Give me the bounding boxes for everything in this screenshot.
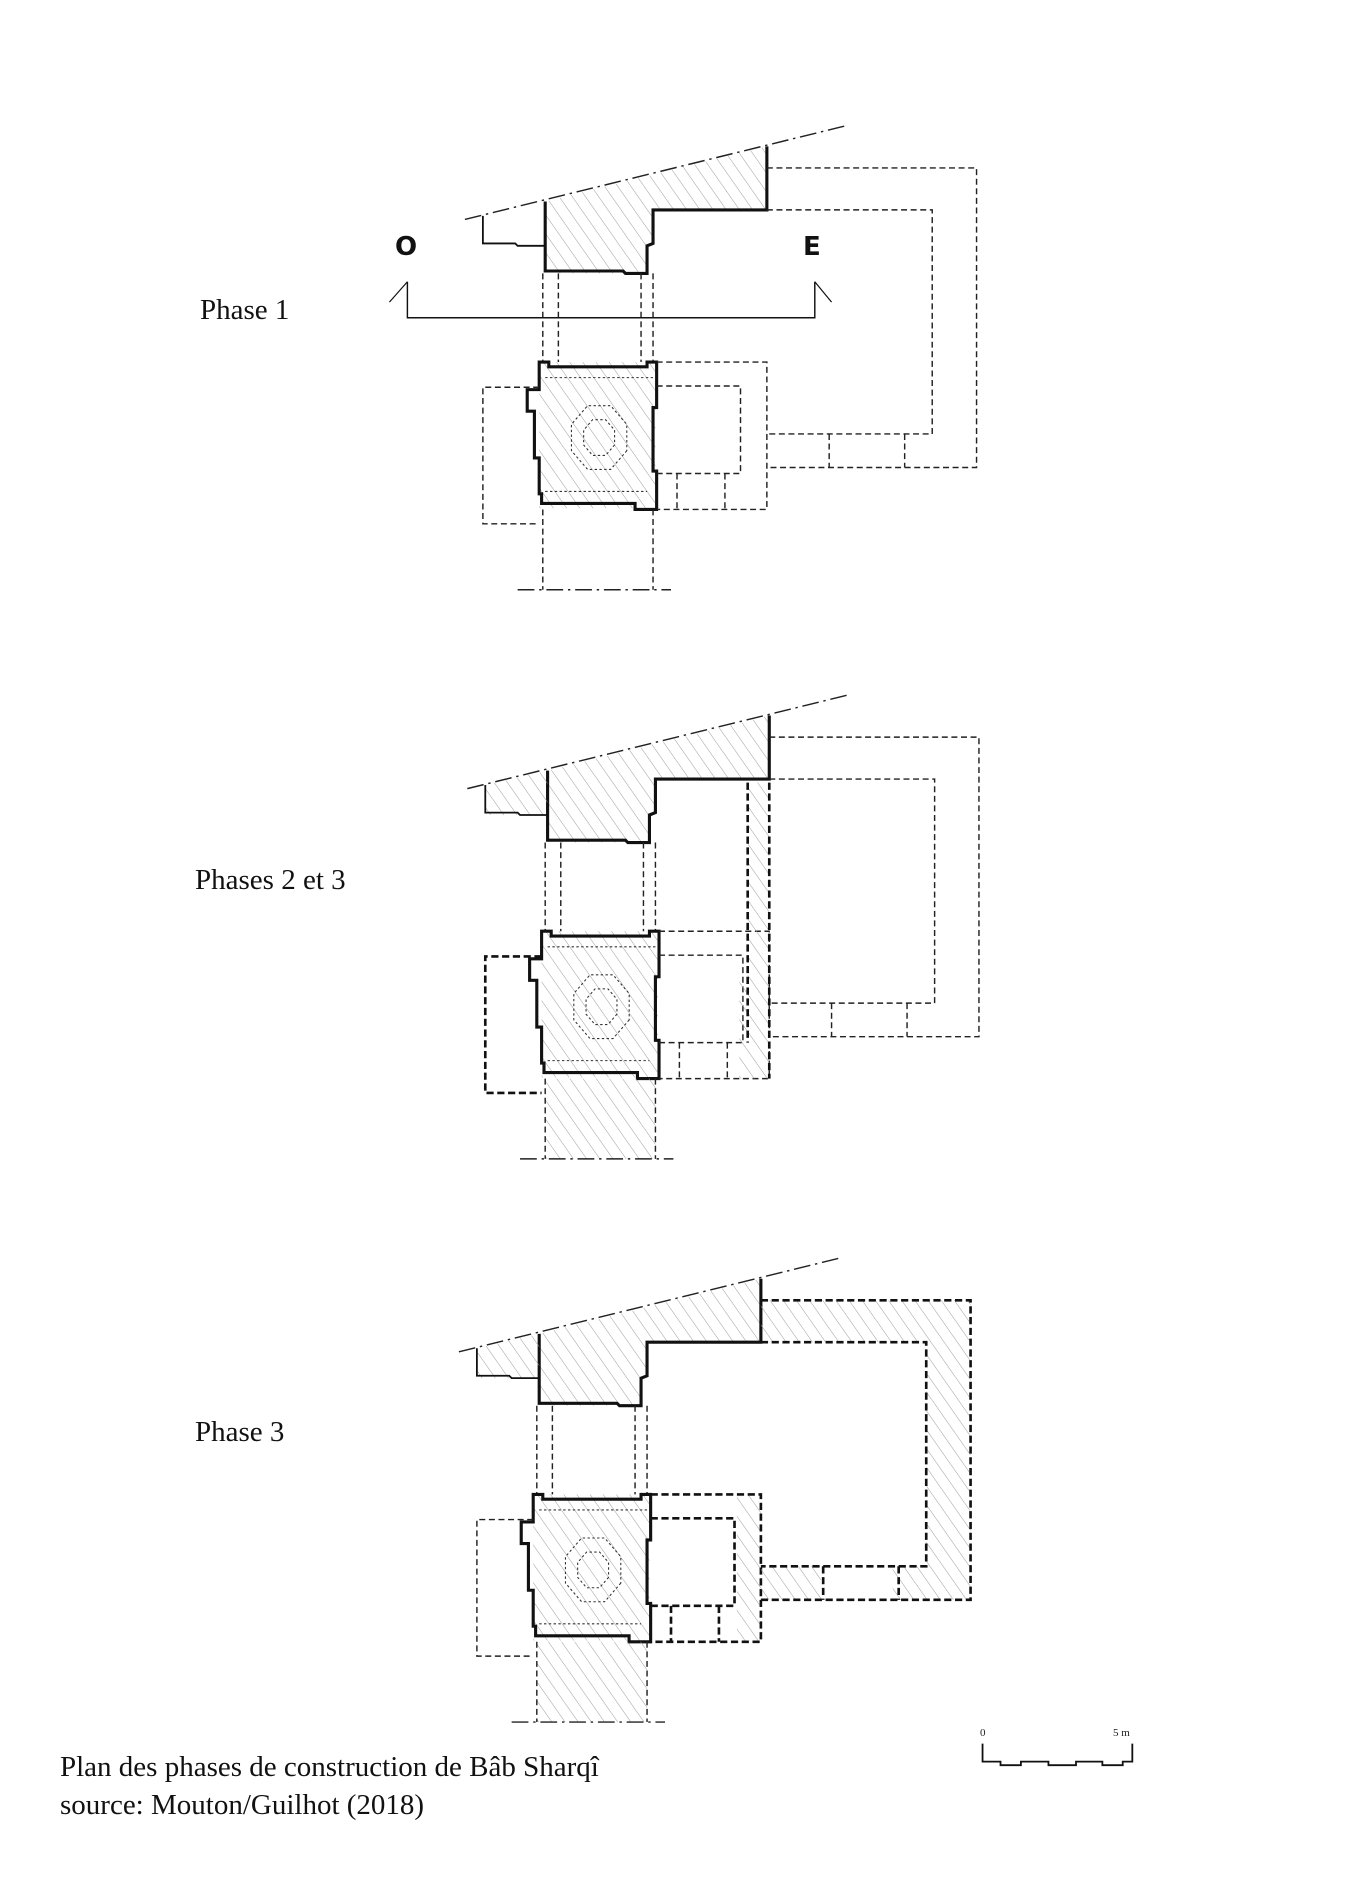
east-building-inner	[760, 1340, 928, 1568]
alignment-line	[464, 125, 845, 221]
phase-1-label: Phase 1	[200, 294, 290, 326]
east-building-outer	[760, 1298, 972, 1602]
scale-bar	[981, 1743, 1134, 1767]
section-line	[406, 281, 816, 319]
section-arrow-west	[388, 281, 408, 303]
octagon-outer	[573, 974, 630, 1040]
scale-start-label: 0	[980, 1727, 986, 1739]
west-annex	[482, 386, 540, 525]
phase-1-plan	[388, 125, 978, 591]
east-wall-hatch	[739, 782, 770, 1079]
east-annex-inner	[659, 954, 744, 1044]
gate-block-outline	[525, 360, 659, 512]
east-annex	[656, 361, 768, 511]
gate-block-hatch	[541, 931, 658, 1078]
gate-block-hatch	[533, 1494, 650, 1641]
west-wall-hatch	[485, 770, 548, 815]
phase-2-plan	[467, 694, 980, 1160]
east-building-outer	[766, 167, 978, 469]
section-arrow-east	[814, 281, 833, 303]
section-mark-east: E	[803, 232, 821, 262]
east-annex-inner	[656, 385, 742, 475]
east-annex-inner	[650, 1517, 736, 1608]
west-wall	[475, 1348, 540, 1380]
octagon-inner	[585, 988, 618, 1026]
east-building-inner	[769, 778, 936, 1004]
east-building-hatch	[760, 1300, 971, 1600]
alignment-line	[458, 1257, 839, 1353]
phase-3-plan	[458, 1257, 972, 1723]
west-annex	[476, 1518, 534, 1657]
caption-source: source: Mouton/Guilhot (2018)	[60, 1789, 425, 1821]
gate-block-hatch	[539, 362, 656, 509]
north-tower-outline	[543, 146, 769, 275]
west-wall-hatch	[476, 1333, 540, 1379]
west-wall	[484, 785, 548, 816]
east-wall	[746, 782, 771, 1079]
west-wall	[481, 215, 546, 247]
alignment-line	[467, 694, 848, 790]
north-tower-outline	[537, 1278, 763, 1408]
scale-end-label: 5 m	[1113, 1727, 1130, 1739]
phase-2-label: Phases 2 et 3	[195, 864, 346, 896]
octagon-outer	[564, 1537, 622, 1603]
east-annex-wall-hatch	[736, 1494, 761, 1642]
west-annex	[483, 955, 542, 1095]
east-building-inner	[766, 209, 933, 435]
octagon-inner	[577, 1551, 610, 1589]
south-passage-hatch	[545, 1078, 656, 1159]
caption-title: Plan des phases de construction de Bâb S…	[60, 1751, 599, 1783]
scale-bar-line	[981, 1743, 1134, 1767]
east-building-outer	[769, 736, 980, 1038]
south-passage-hatch	[536, 1641, 648, 1723]
octagon-inner	[583, 419, 616, 456]
phase-3-label: Phase 3	[195, 1416, 285, 1448]
north-tower-outline	[546, 715, 771, 845]
octagon-outer	[570, 405, 628, 470]
section-mark-west: O	[395, 232, 418, 262]
